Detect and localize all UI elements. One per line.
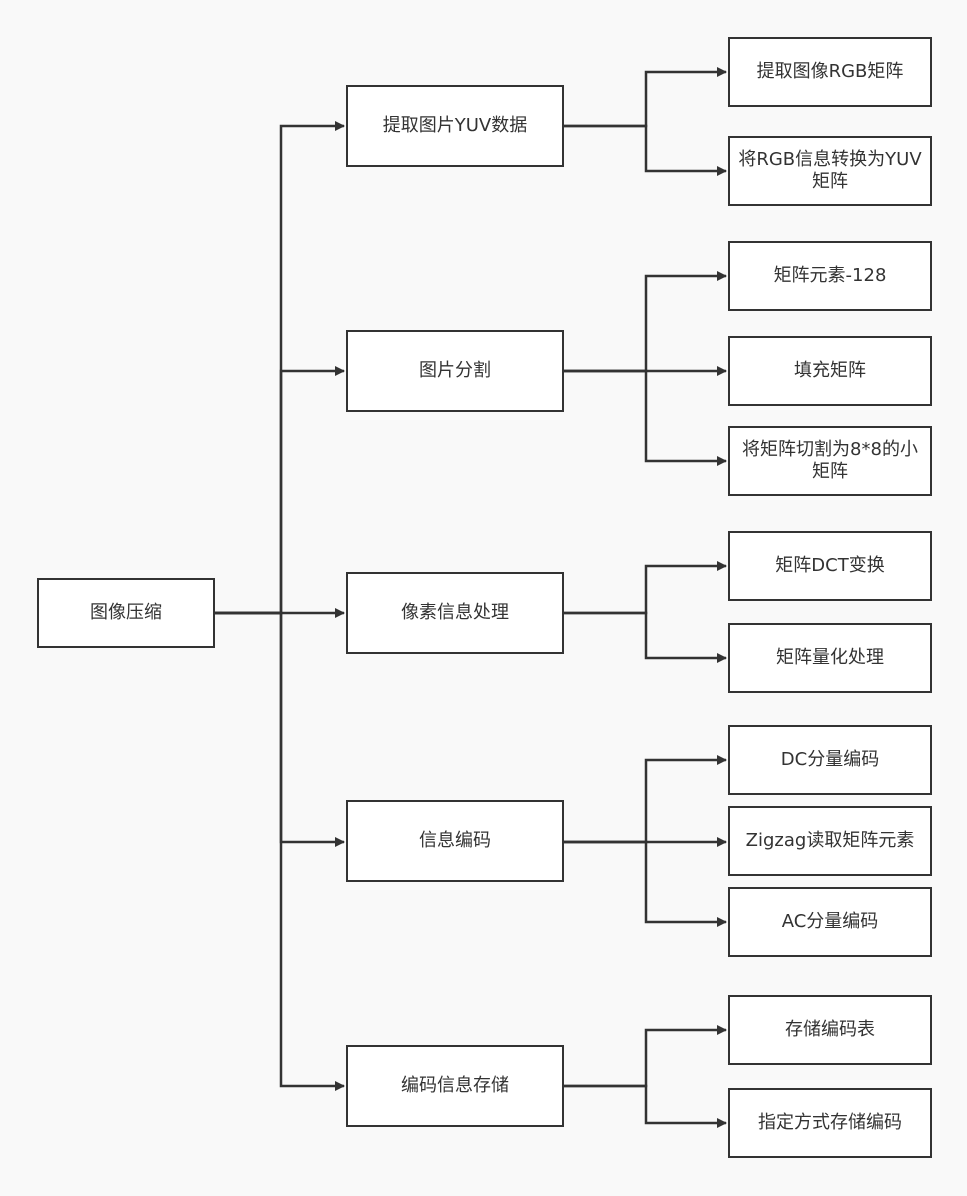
l1-node-image-split: 图片分割: [346, 330, 564, 412]
l2-node-store-with-method: 指定方式存储编码: [728, 1088, 932, 1158]
l2-node-rgb-to-yuv: 将RGB信息转换为YUV矩阵: [728, 136, 932, 206]
connector-l1-1-to-l2-2: [564, 271, 727, 373]
connector-l1-3-to-l2-7: [564, 755, 727, 844]
l2-node-dct-transform: 矩阵DCT变换: [728, 531, 932, 601]
l1-node-extract-yuv: 提取图片YUV数据: [346, 85, 564, 167]
connector-root-to-l1-1: [215, 366, 345, 615]
connector-l1-1-to-l2-4: [564, 369, 727, 466]
l1-node-encoded-storage: 编码信息存储: [346, 1045, 564, 1127]
l1-node-info-encoding: 信息编码: [346, 800, 564, 882]
connector-l1-0-to-l2-1: [564, 124, 727, 176]
l2-node-split-8x8: 将矩阵切割为8*8的小矩阵: [728, 426, 932, 496]
connector-l1-4-to-l2-11: [564, 1084, 727, 1128]
l2-node-fill-matrix: 填充矩阵: [728, 336, 932, 406]
l2-node-matrix-minus-128: 矩阵元素-128: [728, 241, 932, 311]
connector-l1-2-to-l2-5: [564, 561, 727, 615]
connector-l1-2-to-l2-6: [564, 611, 727, 663]
connector-root-to-l1-3: [215, 611, 345, 847]
l2-node-quantization: 矩阵量化处理: [728, 623, 932, 693]
l2-node-store-code-table: 存储编码表: [728, 995, 932, 1065]
l2-node-dc-encoding: DC分量编码: [728, 725, 932, 795]
connector-root-to-l1-0: [215, 121, 345, 615]
connector-l1-0-to-l2-0: [564, 67, 727, 128]
connector-root-to-l1-4: [215, 611, 345, 1091]
l2-node-extract-rgb: 提取图像RGB矩阵: [728, 37, 932, 107]
l2-node-ac-encoding: AC分量编码: [728, 887, 932, 957]
l2-node-zigzag-read: Zigzag读取矩阵元素: [728, 806, 932, 876]
connector-l1-4-to-l2-10: [564, 1025, 727, 1088]
connector-l1-3-to-l2-9: [564, 840, 727, 927]
l1-node-pixel-processing: 像素信息处理: [346, 572, 564, 654]
root-node: 图像压缩: [37, 578, 215, 648]
